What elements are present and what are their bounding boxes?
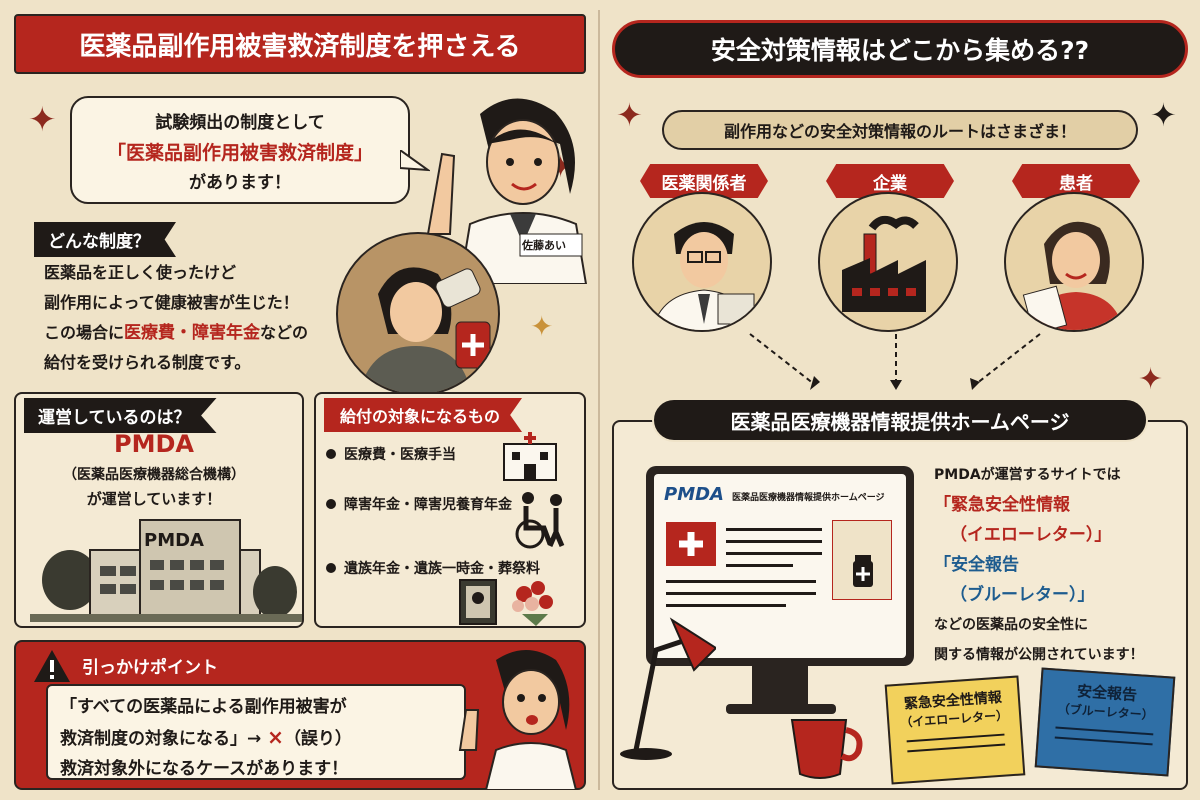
trap-line-2-post: （誤り）: [283, 729, 352, 749]
monitor-text-lines: [726, 528, 822, 567]
arrow-down-icon: [890, 380, 902, 390]
what-line-4: 給付を受けられる制度です。: [44, 353, 251, 372]
factory-illustration: [842, 215, 926, 312]
right-title: 安全対策情報はどこから集める??: [710, 36, 1090, 65]
benefit-item-label: 医療費・医療手当: [344, 447, 456, 463]
company-circle: [818, 192, 958, 332]
route-arrows: [749, 333, 1041, 390]
speech-bubble: 試験頻出の制度として 「医薬品副作用被害救済制度」 があります！: [70, 96, 410, 204]
teacher-illustration: [426, 98, 588, 284]
right-title-banner: 安全対策情報はどこから集める??: [612, 20, 1188, 78]
left-title-banner: 医薬品副作用被害救済制度を押さえる: [14, 14, 586, 74]
what-line-1: 医薬品を正しく使ったけど: [44, 263, 237, 282]
building-sign: PMDA: [144, 530, 204, 551]
blue-letter-card: 安全報告 （ブルーレター）: [1034, 667, 1176, 777]
speech-line-2: 「医薬品副作用被害救済制度」: [106, 142, 373, 164]
trap-line-3: 救済対象外になるケースがあります！: [60, 759, 349, 779]
trap-body: 「すべての医薬品による副作用被害が 救済制度の対象になる」→ ×（誤り） 救済対…: [46, 684, 466, 780]
monitor-header: 医薬品医療機器情報提供ホームページ: [732, 493, 885, 503]
speech-tail: [400, 150, 430, 172]
monitor-side-card: [832, 520, 892, 600]
pmda-building-illustration: [30, 519, 302, 622]
sparkle-icon: ✦: [28, 100, 57, 140]
monitor-base: [726, 704, 836, 714]
desc-blue-2: （ブルーレター）」: [950, 585, 1095, 605]
patient-reading-illustration: [1022, 221, 1124, 330]
speech-line-3: があります！: [189, 173, 291, 193]
monitor-cross-icon: [666, 522, 716, 566]
desc-line-6: などの医薬品の安全性に: [934, 617, 1088, 633]
trap-cross-mark: ×: [267, 725, 284, 749]
what-line-3-post: などの: [260, 323, 309, 342]
desc-line-7: 関する情報が公開されています！: [934, 647, 1144, 663]
operator-name: PMDA: [114, 430, 194, 458]
teacher-name-badge: 佐藤あい: [522, 239, 566, 252]
hub-title: 医薬品医療機器情報提供ホームページ: [730, 409, 1070, 434]
coffee-cup-icon: [790, 719, 863, 779]
sparkle-icon: ✦: [616, 96, 643, 134]
patient-illustration: [358, 267, 491, 394]
surprised-teacher-illustration: [458, 650, 578, 790]
monitor-stand: [752, 666, 808, 706]
trap-line-2: 救済制度の対象になる」→ ×（誤り）: [60, 722, 464, 754]
arrow-down-icon: [810, 376, 820, 390]
bullet-dot: [326, 449, 336, 459]
trap-line-2-pre: 救済制度の対象になる」→: [60, 729, 268, 749]
center-divider: [598, 10, 600, 790]
benefits-tag: 給付の対象になるもの: [324, 398, 523, 432]
speech-line-1: 試験頻出の制度として: [155, 113, 325, 133]
doctor-illustration: [652, 222, 756, 330]
desc-blue-1: 「安全報告: [934, 555, 1019, 575]
operator-tag: 運営しているのは？: [24, 398, 217, 433]
memorial-flowers-icon: [459, 579, 553, 626]
what-line-3-pre: この場合に: [44, 323, 125, 342]
sparkle-icon: ✦: [1150, 96, 1177, 134]
hospital-icon: [503, 432, 557, 481]
medicine-bottle-icon: [853, 555, 873, 587]
what-line-3-red: 医療費・障害年金: [124, 323, 261, 343]
benefit-item-1: 医療費・医療手当: [326, 444, 456, 464]
monitor-logo: PMDA: [664, 484, 724, 505]
desc-yellow-2: （イエローレター）」: [950, 525, 1112, 545]
what-line-3: この場合に医療費・障害年金などの: [44, 318, 344, 348]
monitor-screen: PMDA 医薬品医療機器情報提供ホームページ: [654, 474, 906, 658]
medical-staff-circle: [632, 192, 772, 332]
benefit-item-3: 遺族年金・遺族一時金・葬祭料: [326, 558, 540, 578]
bullet-dot: [326, 499, 336, 509]
benefit-item-label: 障害年金・障害児養育年金: [344, 497, 512, 513]
sparkle-icon: ✦: [530, 310, 554, 343]
hub-banner: 医薬品医療機器情報提供ホームページ: [652, 398, 1148, 442]
right-subtitle: 副作用などの安全対策情報のルートはさまざま！: [723, 122, 1076, 141]
desk-lamp-illustration: [620, 617, 716, 760]
left-title: 医薬品副作用被害救済制度を押さえる: [79, 31, 521, 62]
benefit-item-label: 遺族年金・遺族一時金・葬祭料: [344, 561, 540, 577]
monitor-text-lines: [666, 580, 816, 607]
bullet-dot: [326, 563, 336, 573]
sparkle-icon: ✦: [1138, 362, 1164, 397]
trap-title: 引っかけポイント: [82, 658, 218, 678]
arrow-down-icon: [970, 378, 980, 390]
yellow-letter-card: 緊急安全性情報 （イエローレター）: [884, 675, 1026, 785]
site-description: PMDAが運営するサイトでは 「緊急安全性情報 （イエローレター）」 「安全報告…: [934, 460, 1184, 670]
wheelchair-icon: [515, 492, 565, 549]
patient-circle: [336, 232, 500, 396]
warning-icon: [34, 650, 70, 682]
benefit-item-2: 障害年金・障害児養育年金: [326, 494, 512, 514]
right-subtitle-banner: 副作用などの安全対策情報のルートはさまざま！: [662, 110, 1138, 150]
what-tag: どんな制度？: [34, 222, 176, 257]
operator-desc: が運営しています！: [86, 490, 222, 508]
operator-full-name: （医薬品医療機器総合機構）: [63, 467, 245, 483]
trap-line-1: 「すべての医薬品による副作用被害が: [60, 697, 347, 717]
patient-route-circle: [1004, 192, 1144, 332]
desc-line-1: PMDAが運営するサイトでは: [934, 467, 1121, 483]
what-body: 医薬品を正しく使ったけど 副作用によって健康被害が生じた！ この場合に医療費・障…: [44, 258, 344, 378]
desc-yellow-1: 「緊急安全性情報: [934, 495, 1070, 515]
what-line-2: 副作用によって健康被害が生じた！: [44, 293, 299, 312]
